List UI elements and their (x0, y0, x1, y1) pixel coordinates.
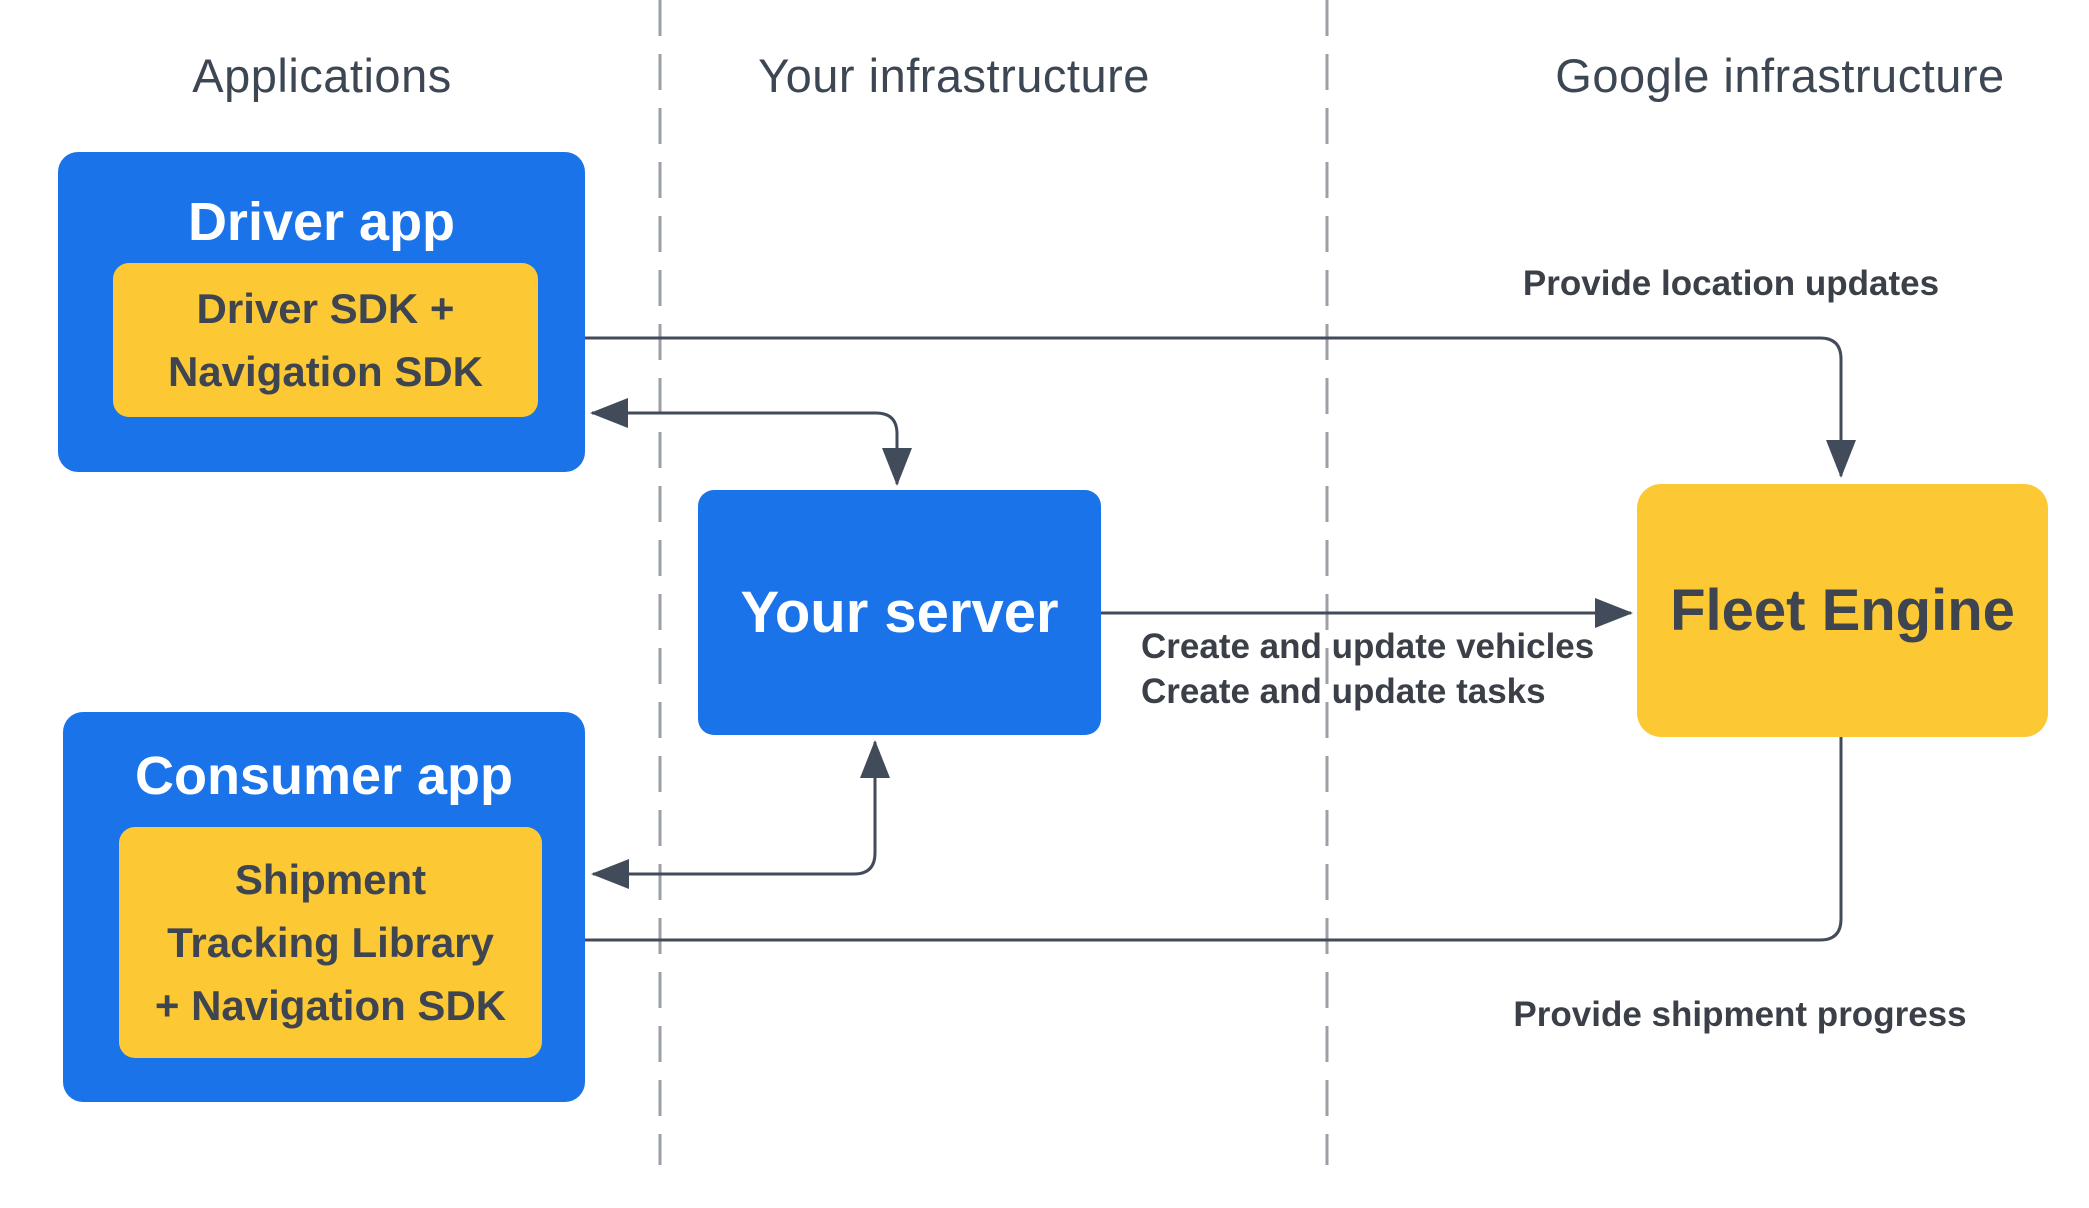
node-shipment-tracking-library: Shipment Tracking Library + Navigation S… (119, 827, 542, 1058)
column-header-applications: Applications (192, 49, 452, 102)
node-driver-app: Driver app Driver SDK + Navigation SDK (58, 152, 585, 472)
arrow-fleet-engine-to-shipment-library (547, 737, 1843, 955)
node-your-server: Your server (698, 490, 1101, 735)
driver-app-title: Driver app (187, 192, 456, 252)
driver-sdk-label: Driver SDK + Navigation SDK (167, 285, 484, 395)
arrow-your-server-consumer-app (591, 740, 890, 889)
label-provide-shipment-progress: Provide shipment progress (1513, 995, 1967, 1034)
column-header-google-infrastructure: Google infrastructure (1555, 49, 2005, 102)
your-server-title: Your server (740, 580, 1059, 645)
node-driver-sdk: Driver SDK + Navigation SDK (113, 263, 538, 417)
label-create-update-vehicles-tasks: Create and update vehicles Create and up… (1141, 627, 1595, 711)
node-consumer-app: Consumer app Shipment Tracking Library +… (63, 712, 585, 1102)
consumer-app-title: Consumer app (134, 746, 514, 806)
arrow-driver-sdk-fleet-engine (547, 323, 1856, 478)
column-header-your-infrastructure: Your infrastructure (758, 49, 1150, 102)
shipment-tracking-label: Shipment Tracking Library + Navigation S… (154, 856, 507, 1029)
node-fleet-engine: Fleet Engine (1637, 484, 2048, 737)
fleet-engine-title: Fleet Engine (1670, 578, 2015, 643)
label-provide-location-updates: Provide location updates (1522, 264, 1940, 303)
arrow-driver-app-your-server (590, 398, 912, 486)
